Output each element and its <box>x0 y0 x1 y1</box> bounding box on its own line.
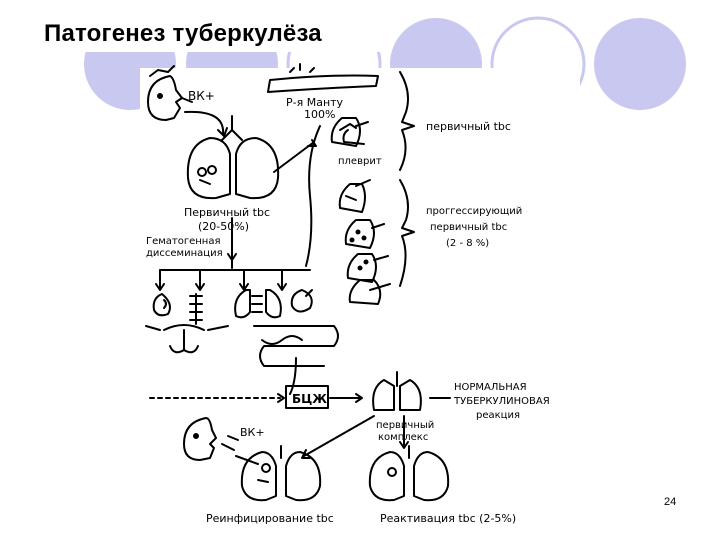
label-primary-tbc-right: первичный tbc <box>426 120 511 133</box>
bracket-primary <box>400 72 414 170</box>
organ-uterus-icon <box>146 325 228 352</box>
label-bk-plus-bottom: ВК+ <box>240 426 265 439</box>
organ-lungs-miliary-icon <box>235 290 281 317</box>
organ-ear-icon <box>154 294 170 315</box>
lung-progressive-2-icon <box>346 220 384 248</box>
label-primary-tbc-left-pct: (20-50%) <box>198 220 249 233</box>
lungs-reactivation-icon <box>370 446 448 500</box>
organ-spine-icon <box>190 294 202 324</box>
label-bk-plus-top: ВК+ <box>188 89 215 103</box>
label-normal-3: реакция <box>476 410 520 421</box>
label-normal-2: ТУБЕРКУЛИНОВАЯ <box>453 396 550 407</box>
organ-kidney-icon <box>292 290 312 312</box>
label-progressive: проггессирующий <box>426 206 522 217</box>
arrow-intestine-to-lower <box>290 358 296 394</box>
page-number: 24 <box>664 496 676 508</box>
label-primary-complex-2: комплекс <box>378 432 428 443</box>
label-normal: НОРМАЛЬНАЯ <box>454 382 527 393</box>
label-hematogenous: Гематогенная <box>146 236 221 247</box>
patient-head-bottom-icon <box>184 418 238 460</box>
lungs-primary-icon <box>188 116 278 198</box>
lung-progressive-1-icon <box>340 180 370 212</box>
bracket-progressive <box>400 180 414 286</box>
lung-progressive-3-icon <box>348 254 388 282</box>
label-progressive-2: первичный tbc <box>430 222 507 233</box>
label-primary-tbc-left: Первичный tbc <box>184 206 270 219</box>
label-reactivation: Реактивация tbc (2-5%) <box>380 512 516 525</box>
label-bcg: БЦЖ <box>292 392 327 406</box>
lungs-bcg-icon <box>373 372 421 410</box>
label-reinfection: Реинфицирование tbc <box>206 512 334 525</box>
arrow-reinfection <box>304 416 374 456</box>
arm-mantoux-icon <box>268 64 378 92</box>
label-hematogenous-2: диссеминация <box>146 248 223 259</box>
lung-progressive-4-icon <box>350 280 390 304</box>
label-primary-complex: первичный <box>376 420 434 431</box>
label-mantoux-pct: 100% <box>304 108 335 121</box>
label-pleurisy: плеврит <box>338 156 382 167</box>
label-progressive-pct: (2 - 8 %) <box>446 238 489 249</box>
slide-title: Патогенез туберкулёза <box>44 20 322 48</box>
